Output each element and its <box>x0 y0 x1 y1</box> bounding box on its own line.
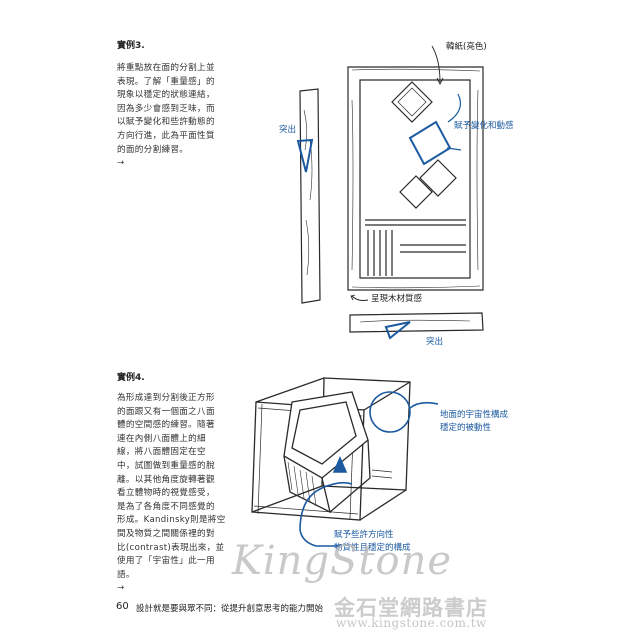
text-line: 線，將八面體固定在空 <box>117 447 206 458</box>
page-number: 60 <box>116 601 129 612</box>
annotation-paper: 韓紙(亮色) <box>446 42 487 52</box>
watermark-url: www.kingstone.com.tw <box>336 616 487 630</box>
annotation-protrude-bottom: 突出 <box>426 337 444 347</box>
arrow-line: → <box>117 158 125 169</box>
text-line: 語。 <box>117 569 135 580</box>
annotation-line: 穩定的被動性 <box>440 423 492 433</box>
book-title: 設計就是要與眾不同：從提升創意思考的能力開始 <box>136 604 324 614</box>
example4-body: 為形成達到分割後正方形 的面跟又有一個面之八面 體的空間感的練習。隨著 連在內側… <box>117 392 226 596</box>
annotation-line: 物質性且穩定的構成 <box>334 543 411 553</box>
text-line: 的面的分割練習。 <box>117 144 189 155</box>
example3-body: 將重點放在面的分割上並 表現。了解「重量感」的 現象以穩定的狀態連結， 因為多少… <box>117 62 215 171</box>
annotation-protrude-left: 突出 <box>279 125 297 135</box>
watermark-store-name: 金石堂網路書店 <box>334 596 488 620</box>
text-line: 比(contrast)表現出來，並 <box>117 542 225 553</box>
page-footer: 60 設計就是要與眾不同：從提升創意思考的能力開始 <box>116 601 536 615</box>
annotation-wood: 呈現木材質感 <box>371 294 423 304</box>
annotation-line: 地面的宇宙性構成 <box>440 410 509 420</box>
text-line: 為形成達到分割後正方形 <box>117 393 215 403</box>
text-line: 因為多少會感到乏味，而 <box>117 103 215 114</box>
text-line: 中，試圖做到重量感的脫 <box>117 460 215 471</box>
text-line: 將重點放在面的分割上並 <box>117 63 215 73</box>
text-line: 看立體物時的視覺感受， <box>117 488 215 499</box>
example3-title: 實例3. <box>117 41 145 51</box>
text-line: 現象以穩定的狀態連結， <box>117 90 215 101</box>
annotation-change: 賦予變化和動感 <box>454 121 514 131</box>
text-line: 以賦予變化和些許動態的 <box>117 117 215 128</box>
text-line: 使用了「宇宙性」此一用 <box>117 556 215 567</box>
text-line: 是為了各角度不同感覺的 <box>117 501 215 512</box>
text-line: 的面跟又有一個面之八面 <box>117 406 215 417</box>
annotation-line: 賦予些許方向性 <box>334 530 394 540</box>
text-line: 方向行進，此為平面性質 <box>117 130 215 141</box>
text-line: 連在內側八面體上的細 <box>117 433 206 444</box>
annotation-ground: 地面的宇宙性構成 穩定的被動性 <box>440 409 508 435</box>
arrow-line: → <box>117 583 125 594</box>
text-line: 離。以其他角度旋轉著觀 <box>117 474 215 485</box>
annotation-active: 賦予些許方向性 物質性且穩定的構成 <box>334 529 411 555</box>
text-line: 體的空間感的練習。隨著 <box>117 420 215 431</box>
text-line: 間及物質之間關係裡的對 <box>117 528 215 539</box>
example4-title: 實例4. <box>117 373 145 383</box>
text-line: 表現。了解「重量感」的 <box>117 76 215 87</box>
text-line: 形成。Kandinsky則是將空 <box>117 515 226 526</box>
watermark-logo: KingStone <box>232 538 453 584</box>
